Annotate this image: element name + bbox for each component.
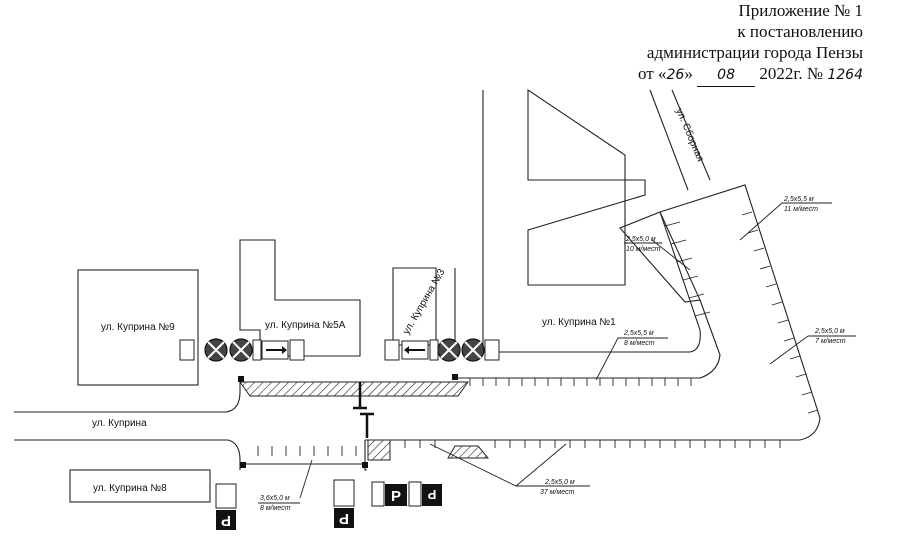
west-parking-row bbox=[240, 462, 368, 468]
sign-plate-4 bbox=[384, 339, 400, 361]
no-stopping-sign-3 bbox=[437, 338, 461, 362]
parking-callout-37: 2,5х5,0 м 37 м/мест bbox=[429, 443, 590, 496]
parking-callout-10: 2,5х5,0 м 10 м/мест bbox=[624, 236, 691, 271]
date-prefix: от « bbox=[638, 64, 667, 83]
parking-size: 2,5х5,5 м bbox=[783, 196, 814, 203]
appendix-date-line: от «26» 08 2022г. № 1264 bbox=[638, 63, 863, 87]
appendix-subtitle: к постановлению bbox=[737, 22, 863, 41]
building-kuprina-9 bbox=[77, 269, 199, 386]
parking-callout-7: 2,5х5,0 м 7 м/мест bbox=[769, 328, 856, 365]
parking-spaces: 10 м/мест bbox=[626, 246, 661, 253]
document-number: 1264 bbox=[827, 67, 863, 83]
building-kuprina-1 bbox=[527, 88, 646, 286]
appendix-title: Приложение № 1 bbox=[738, 1, 863, 20]
parking-spaces: 8 м/мест bbox=[624, 340, 655, 347]
label-kuprina-1: ул. Куприна №1 bbox=[542, 317, 616, 328]
label-sbornaya: ул. Сборная bbox=[673, 106, 706, 163]
building-kuprina-5a bbox=[239, 239, 361, 357]
kuprina-north-edge-east bbox=[455, 299, 721, 379]
parking-inner-edge bbox=[483, 211, 701, 353]
sign-plate-6 bbox=[484, 339, 500, 361]
label-kuprina-3: ул. Куприна №3 bbox=[401, 267, 448, 337]
kuprina-south-edge-east bbox=[365, 184, 821, 441]
crossing-marker bbox=[353, 382, 374, 438]
date-day-close: » bbox=[684, 64, 693, 83]
parking-sign-stack-west: P bbox=[215, 483, 237, 530]
parking-spaces: 11 м/мест bbox=[784, 206, 818, 213]
parking-size: 2,5х5,5 м bbox=[623, 330, 654, 337]
date-month: 08 bbox=[717, 67, 735, 83]
no-stopping-sign-1 bbox=[204, 338, 228, 362]
parking-spaces: 37 м/мест bbox=[540, 489, 575, 496]
stall-ticks-east-diagonal bbox=[741, 211, 819, 414]
sbornaya-edge-right bbox=[671, 89, 711, 181]
appendix-authority: администрации города Пензы bbox=[646, 43, 863, 62]
kuprina-south-edge-mid bbox=[364, 440, 367, 471]
label-kuprina-5a: ул. Куприна №5А bbox=[265, 320, 346, 331]
parking-size: 3,6х5,0 м bbox=[260, 495, 290, 502]
sign-plate-1 bbox=[179, 339, 195, 361]
arrow-left-head-icon bbox=[404, 346, 409, 354]
label-kuprina-9: ул. Куприна №9 bbox=[101, 322, 175, 333]
parking-glyph-3: P bbox=[391, 488, 401, 505]
kuprina-south-edge-west bbox=[14, 439, 241, 470]
parking-callout-8: 2,5х5,5 м 8 м/мест bbox=[595, 330, 668, 381]
parking-sign-stack-east: P P bbox=[371, 481, 442, 507]
document-header: Приложение № 1 к постановлению администр… bbox=[638, 0, 863, 87]
parking-spaces: 7 м/мест bbox=[815, 338, 846, 345]
parking-size: 2,5х5,0 м bbox=[544, 479, 575, 486]
date-year: 2022г. № bbox=[759, 64, 824, 83]
hatched-area-crossing bbox=[367, 439, 391, 461]
stall-ticks-west-row bbox=[257, 446, 357, 456]
no-stopping-sign-2 bbox=[229, 338, 253, 362]
stall-ticks-south-row bbox=[389, 440, 781, 448]
kerb-marker-2 bbox=[452, 374, 458, 380]
building-kuprina-8 bbox=[69, 469, 211, 503]
parking-size: 2,5х5,0 м bbox=[814, 328, 845, 335]
sign-plate-3 bbox=[289, 339, 305, 361]
no-stopping-sign-4 bbox=[461, 338, 485, 362]
parking-glyph-1: P bbox=[221, 512, 231, 529]
sign-plate-5 bbox=[429, 339, 439, 361]
parking-sign-stack-mid: P bbox=[333, 479, 355, 528]
hatched-area-south bbox=[447, 445, 490, 459]
date-day: 26 bbox=[666, 67, 685, 83]
sbornaya-edge-left bbox=[649, 89, 689, 191]
label-kuprina-8: ул. Куприна №8 bbox=[93, 483, 167, 494]
parking-glyph-2: P bbox=[339, 510, 349, 527]
sign-plate-2 bbox=[252, 339, 262, 361]
parking-callout-11: 2,5х5,5 м 11 м/мест bbox=[739, 196, 832, 241]
kuprina-north-edge-west bbox=[14, 380, 241, 413]
arrow-right-head-icon bbox=[282, 346, 287, 354]
label-kuprina-street: ул. Куприна bbox=[92, 418, 147, 429]
parking-spaces: 8 м/мест bbox=[260, 505, 291, 512]
stall-ticks-inner-diagonal bbox=[664, 221, 711, 317]
parking-glyph-4: P bbox=[427, 487, 436, 502]
parking-size: 2,5х5,0 м bbox=[625, 236, 656, 243]
parking-callout-8-west: 3,6х5,0 м 8 м/мест bbox=[258, 459, 313, 512]
hatched-area-north bbox=[239, 381, 469, 397]
parking-island bbox=[619, 211, 701, 303]
stall-ticks-north-row bbox=[469, 378, 692, 386]
kerb-marker-1 bbox=[238, 376, 244, 382]
